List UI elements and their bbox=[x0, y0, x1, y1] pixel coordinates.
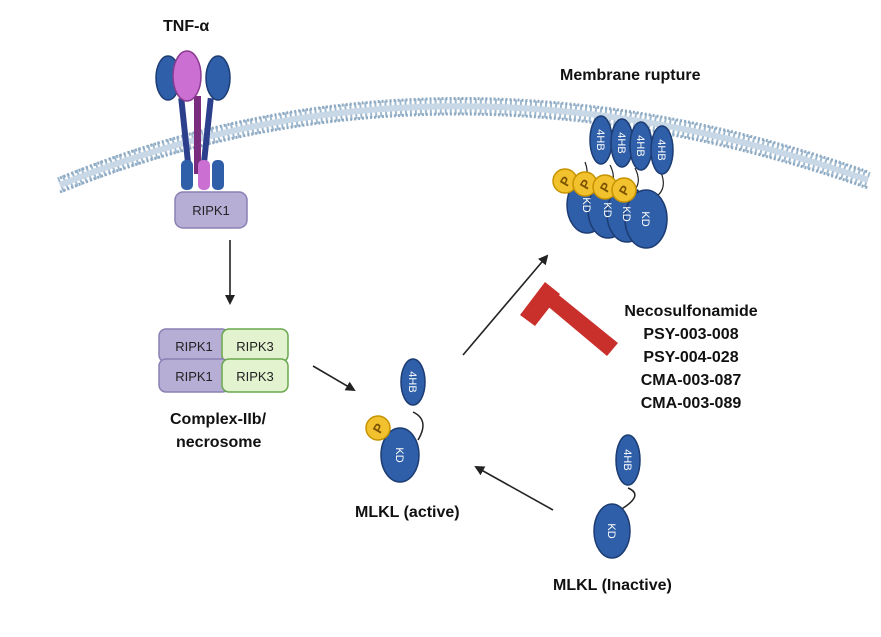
svg-text:RIPK1: RIPK1 bbox=[192, 203, 230, 218]
svg-text:KD: KD bbox=[605, 523, 617, 538]
inhibitor-cma-003-087: CMA-003-087 bbox=[640, 372, 742, 389]
svg-text:KD: KD bbox=[393, 447, 405, 462]
svg-text:4HB: 4HB bbox=[634, 135, 646, 156]
arrow-to-mlkl-active bbox=[312, 365, 356, 392]
ripk1-membrane: RIPK1 bbox=[174, 191, 248, 229]
svg-text:KD: KD bbox=[639, 211, 651, 226]
tnf-alpha-label: TNF-α bbox=[163, 18, 210, 35]
svg-text:4HB: 4HB bbox=[655, 139, 667, 160]
necrosome-complex: RIPK1 RIPK3 RIPK1 RIPK3 bbox=[158, 328, 289, 393]
inhibitor-psy-004-028: PSY-004-028 bbox=[643, 349, 739, 366]
svg-text:4HB: 4HB bbox=[406, 371, 418, 392]
inhibitor-necosulfonamide: Necosulfonamide bbox=[624, 303, 758, 320]
svg-text:RIPK1: RIPK1 bbox=[175, 369, 213, 384]
mlkl-inactive: 4HB KD bbox=[593, 434, 641, 559]
svg-text:4HB: 4HB bbox=[615, 132, 627, 153]
mlkl-inactive-label: MLKL (Inactive) bbox=[553, 577, 672, 594]
complex-label-line1: Complex-IIb/ bbox=[170, 411, 267, 428]
svg-text:KD: KD bbox=[620, 206, 632, 221]
mlkl-active-label: MLKL (active) bbox=[355, 504, 460, 521]
svg-text:RIPK1: RIPK1 bbox=[175, 339, 213, 354]
svg-text:KD: KD bbox=[601, 202, 613, 217]
cell-membrane bbox=[56, 97, 871, 194]
complex-label-line2: necrosome bbox=[176, 434, 262, 451]
svg-text:4HB: 4HB bbox=[621, 449, 633, 470]
inhibitor-cma-003-089: CMA-003-089 bbox=[640, 395, 742, 412]
mlkl-oligomer: KD KD KD KD 4HB 4HB 4HB 4HB P P P P bbox=[552, 115, 674, 249]
mlkl-active: 4HB KD P bbox=[365, 358, 426, 483]
tnf-alpha-ligand bbox=[172, 50, 202, 102]
svg-text:KD: KD bbox=[580, 197, 592, 212]
tnf-receptor bbox=[155, 50, 231, 190]
inhibitor-symbol bbox=[520, 282, 618, 356]
svg-text:4HB: 4HB bbox=[594, 129, 606, 150]
arrow-to-rupture bbox=[462, 254, 549, 356]
inhibitor-psy-003-008: PSY-003-008 bbox=[643, 326, 739, 343]
membrane-rupture-label: Membrane rupture bbox=[560, 67, 701, 84]
svg-text:RIPK3: RIPK3 bbox=[236, 369, 274, 384]
arrow-activation bbox=[474, 466, 554, 511]
svg-text:RIPK3: RIPK3 bbox=[236, 339, 274, 354]
inhibitor-list: Necosulfonamide PSY-003-008 PSY-004-028 … bbox=[596, 300, 786, 415]
